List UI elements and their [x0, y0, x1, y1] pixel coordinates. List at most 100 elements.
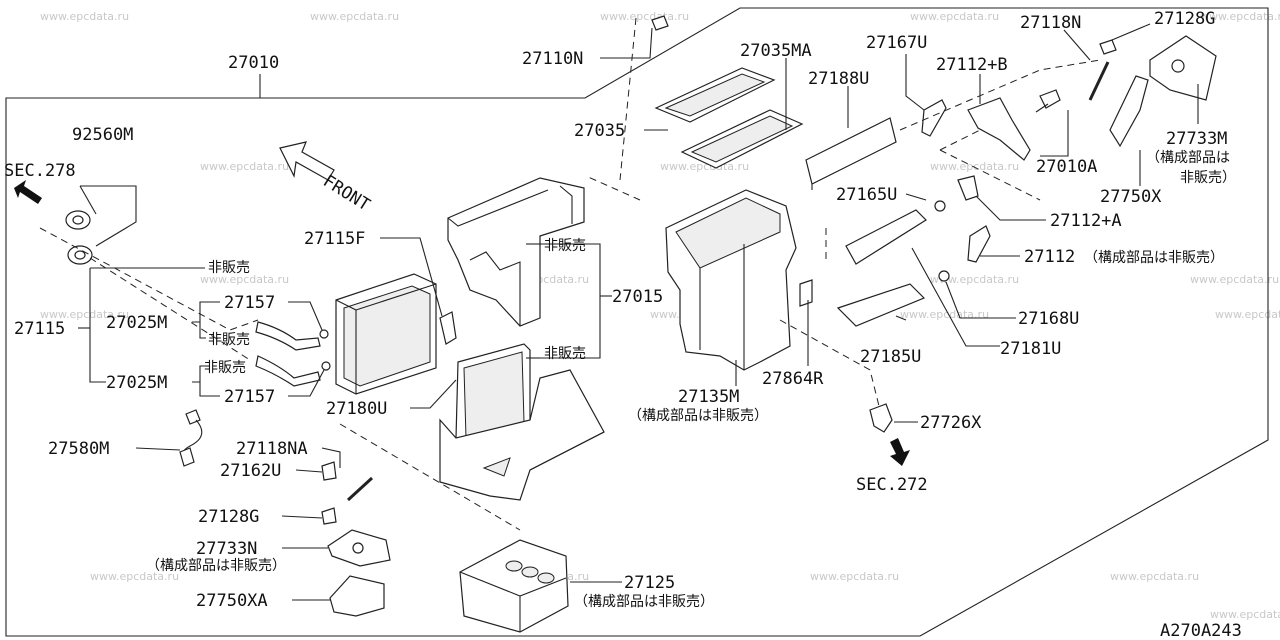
- front-label: FRONT: [319, 171, 373, 215]
- label-27165U: 27165U: [836, 185, 897, 205]
- leader-lines: [78, 23, 1199, 601]
- label-27128G-top: 27128G: [1154, 9, 1215, 29]
- nut-icon: [1099, 39, 1117, 55]
- link-icon: [934, 175, 979, 212]
- label-27025M: 27025M: [106, 313, 167, 333]
- label-27110N: 27110N: [522, 49, 583, 69]
- label-27118NA: 27118NA: [236, 439, 308, 459]
- watermark: www.epcdata.ru: [200, 160, 289, 173]
- label-27135M-note: （構成部品は非販売）: [628, 408, 768, 424]
- label-27125-note: （構成部品は非販売）: [574, 594, 714, 610]
- label-not-sold: 非販売: [208, 260, 250, 276]
- label-27010: 27010: [228, 53, 279, 73]
- label-27010A: 27010A: [1036, 157, 1097, 177]
- label-27157: 27157: [224, 387, 275, 407]
- label-27733N-note: （構成部品は非販売）: [146, 558, 286, 574]
- clip-icon: [938, 270, 950, 282]
- label-sec278: SEC.278: [4, 161, 76, 181]
- watermark: www.epcdata.ru: [1110, 570, 1199, 583]
- label-27181U: 27181U: [1000, 339, 1061, 359]
- label-27733M: 27733M: [1166, 129, 1227, 149]
- watermark: www.epcdata.ru: [930, 160, 1019, 173]
- label-not-sold: 非販売: [544, 238, 586, 254]
- rod-icon: [1088, 61, 1110, 101]
- label-27750XA: 27750XA: [196, 591, 268, 611]
- label-27168U: 27168U: [1018, 309, 1079, 329]
- label-27157: 27157: [224, 293, 275, 313]
- label-27733M-note1: （構成部品は: [1146, 150, 1230, 166]
- nut-icon: [321, 507, 337, 525]
- door-icon: [836, 283, 926, 327]
- screw-icon: [1035, 89, 1061, 113]
- label-27733M-note2: 非販売）: [1180, 170, 1236, 186]
- label-27167U: 27167U: [866, 33, 927, 53]
- bracket-icon: [1109, 75, 1149, 148]
- watermark: www.epcdata.ru: [1215, 308, 1280, 321]
- control-unit-icon: [459, 539, 569, 633]
- label-27035MA: 27035MA: [740, 41, 812, 61]
- label-27185U: 27185U: [860, 347, 921, 367]
- bracket-icon: [799, 279, 813, 307]
- label-27115F: 27115F: [304, 229, 365, 249]
- link-lever-icon: [921, 99, 947, 137]
- watermark: www.epcdata.ru: [1200, 10, 1280, 23]
- door-icon: [845, 209, 927, 265]
- label-27188U: 27188U: [808, 69, 869, 89]
- watermark: www.epcdata.ru: [310, 10, 399, 23]
- label-27112-A: 27112+A: [1050, 211, 1122, 231]
- clip-icon: [321, 461, 374, 502]
- label-27750X: 27750X: [1100, 187, 1162, 207]
- label-27726X: 27726X: [920, 413, 982, 433]
- sensor-icon: [179, 409, 203, 467]
- lever-icon: [967, 225, 991, 263]
- evaporator-icon: [455, 343, 531, 445]
- label-27115: 27115: [14, 319, 65, 339]
- label-27180U: 27180U: [326, 399, 387, 419]
- label-27733N: 27733N: [196, 539, 257, 559]
- sec272-arrow-icon: [890, 438, 910, 466]
- diagram-code: A270A243: [1160, 621, 1242, 640]
- nut-icon: [651, 15, 669, 31]
- sec278-arrow-icon: [14, 180, 42, 204]
- watermark: www.epcdata.ru: [1190, 273, 1279, 286]
- watermark: www.epcdata.ru: [40, 308, 129, 321]
- clip-icon: [319, 329, 331, 371]
- filter-frame-icon: [654, 67, 804, 169]
- pipe-icon: [255, 321, 321, 387]
- aspirator-icon: [869, 403, 893, 433]
- label-27580M: 27580M: [48, 439, 109, 459]
- lever-icon: [967, 97, 1031, 161]
- intake-case-icon: [665, 189, 797, 371]
- bracket-icon: [329, 575, 385, 617]
- bracket-icon: [439, 311, 457, 345]
- watermark: www.epcdata.ru: [40, 10, 129, 23]
- assembly-outline: [5, 7, 1269, 637]
- label-27118N: 27118N: [1020, 13, 1081, 33]
- label-27035: 27035: [574, 121, 625, 141]
- front-arrow-icon: FRONT: [279, 141, 373, 215]
- watermark: www.epcdata.ru: [910, 10, 999, 23]
- heater-case-lower-icon: [439, 369, 605, 501]
- label-27025M: 27025M: [106, 373, 167, 393]
- label-not-sold: 非販売: [204, 360, 246, 376]
- watermark: www.epcdata.ru: [600, 10, 689, 23]
- part-labels: 27010 27110N 27035MA 27035 27167U 27188U…: [4, 9, 1242, 640]
- heater-core-icon: [335, 273, 437, 395]
- label-27125: 27125: [624, 573, 675, 593]
- label-27112-note: （構成部品は非販売）: [1084, 250, 1224, 266]
- watermark: www.epcdata.ru: [660, 160, 749, 173]
- watermark: www.epcdata.ru: [1210, 608, 1280, 621]
- label-not-sold: 非販売: [208, 332, 250, 348]
- watermark: www.epcdata.ru: [90, 570, 179, 583]
- label-27128G-bottom: 27128G: [198, 507, 259, 527]
- watermark: www.epcdata.ru: [200, 273, 289, 286]
- watermark: www.epcdata.ru: [930, 273, 1019, 286]
- label-92560M: 92560M: [72, 125, 133, 145]
- actuator-icon: [327, 529, 391, 567]
- watermarks: www.epcdata.ru www.epcdata.ru www.epcdat…: [40, 10, 1280, 621]
- watermark: www.epcdata.ru: [900, 308, 989, 321]
- door-icon: [805, 117, 897, 190]
- grommet-icon: [65, 210, 93, 265]
- label-27135M: 27135M: [678, 387, 739, 407]
